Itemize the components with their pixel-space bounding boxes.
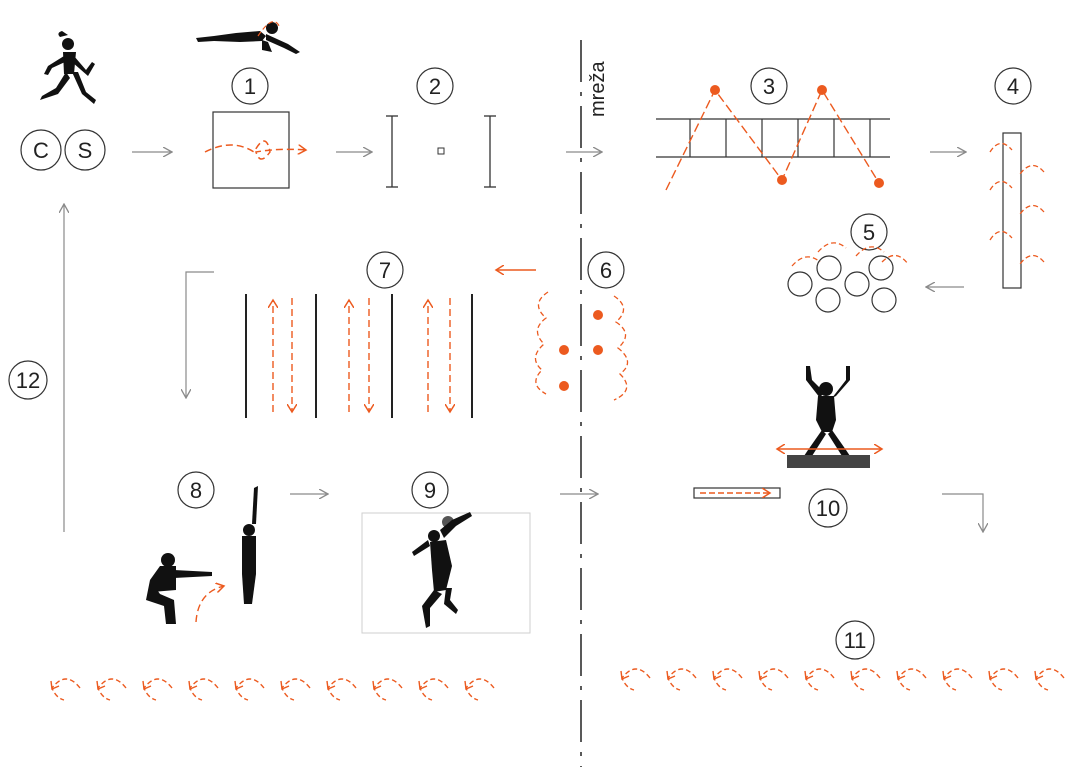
roll-arc (420, 679, 448, 700)
station-3-cones (710, 85, 884, 188)
svg-text:4: 4 (1007, 74, 1019, 99)
roll-arc (282, 679, 310, 700)
station-2-marker (438, 148, 444, 154)
runner-silhouette-icon (40, 31, 96, 104)
net-label: mreža (587, 61, 609, 117)
start-c-label: C (33, 138, 49, 163)
roll-arc (144, 679, 172, 700)
station-11-roll-arcs (621, 669, 1064, 690)
start-s-label: S (78, 138, 93, 163)
diving-player-icon (196, 22, 300, 54)
svg-text:12: 12 (16, 368, 40, 393)
station-number-10: 10 (809, 489, 847, 527)
flow-arrow-7-down (186, 272, 214, 398)
svg-text:6: 6 (600, 258, 612, 283)
station-7-lane-lines (246, 294, 472, 418)
station-4-hop-arcs (990, 143, 1044, 264)
station-2-right-bar (484, 116, 496, 187)
roll-arc (944, 669, 972, 690)
svg-text:7: 7 (379, 258, 391, 283)
roll-arc (98, 679, 126, 700)
station-3-zigzag-path (666, 90, 879, 190)
roll-arc (466, 679, 494, 700)
roll-arc (714, 669, 742, 690)
svg-text:11: 11 (844, 628, 867, 653)
roll-arc (898, 669, 926, 690)
svg-text:3: 3 (763, 74, 775, 99)
station-4-bench (1003, 133, 1021, 288)
station-2-left-bar (386, 116, 398, 187)
roll-arc (852, 669, 880, 690)
start-circle-c: C (21, 130, 61, 170)
start-circle-s: S (65, 130, 105, 170)
station-number-12: 12 (9, 361, 47, 399)
station-number-4: 4 (995, 68, 1031, 104)
station-number-7: 7 (367, 252, 403, 288)
roll-arc (190, 679, 218, 700)
flow-arrow-10-down (942, 494, 983, 532)
bottom-left-roll-arcs (51, 679, 494, 700)
svg-text:2: 2 (429, 74, 441, 99)
station-number-8: 8 (178, 472, 214, 508)
svg-text:5: 5 (863, 220, 875, 245)
standing-reach-icon (242, 486, 258, 604)
station-number-9: 9 (412, 472, 448, 508)
squat-to-jump-arc (196, 586, 224, 622)
roll-arc (52, 679, 80, 700)
station-number-3: 3 (751, 68, 787, 104)
squat-person-icon (146, 553, 212, 624)
station-number-11: 11 (836, 621, 874, 659)
station-5-hoops (788, 256, 896, 312)
svg-text:9: 9 (424, 478, 436, 503)
roll-arc (806, 669, 834, 690)
roll-arc (328, 679, 356, 700)
roll-arc (622, 669, 650, 690)
roll-arc (760, 669, 788, 690)
station-number-2: 2 (417, 68, 453, 104)
svg-text:10: 10 (816, 496, 840, 521)
station-7-sprint-arrows (273, 298, 450, 412)
jumping-person-icon (804, 366, 850, 456)
roll-arc (236, 679, 264, 700)
svg-text:1: 1 (244, 74, 256, 99)
station-5-hop-arcs (792, 243, 908, 266)
svg-text:8: 8 (190, 478, 202, 503)
roll-arc (990, 669, 1018, 690)
roll-arc (374, 679, 402, 700)
station-number-1: 1 (232, 68, 268, 104)
roll-arc (668, 669, 696, 690)
station-number-5: 5 (851, 214, 887, 250)
station-number-6: 6 (588, 252, 624, 288)
station-1-roll-path (205, 141, 306, 159)
station-10-platform (787, 455, 870, 468)
roll-arc (1036, 669, 1064, 690)
